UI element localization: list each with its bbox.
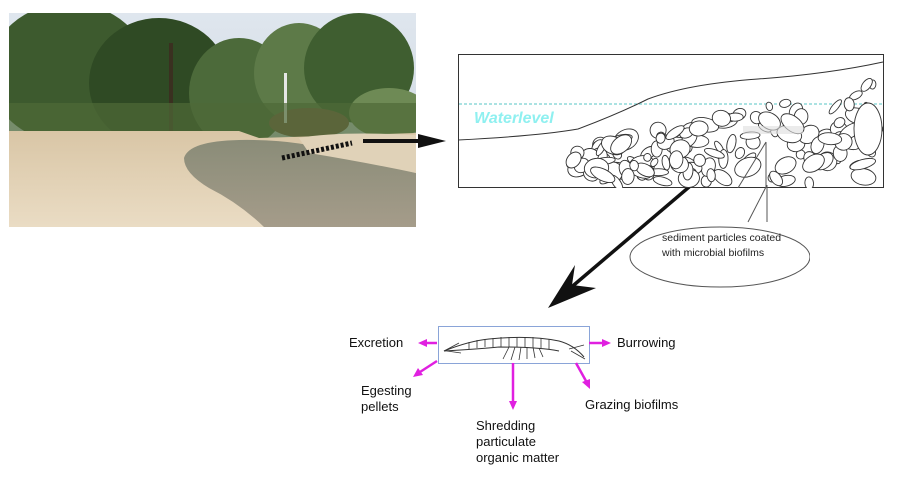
sediment-particle xyxy=(843,97,855,112)
buried-amphipod xyxy=(743,126,803,134)
grazing-arrow-head xyxy=(582,379,590,389)
streambed-cross-section xyxy=(457,54,884,225)
trees xyxy=(9,13,416,148)
sediment-particle xyxy=(621,168,635,185)
sediment-particle xyxy=(643,153,652,162)
callout-line-2: with microbial biofilms xyxy=(662,247,765,259)
burrowing-arrow-head xyxy=(602,339,611,347)
excretion-arrow-head xyxy=(418,339,427,347)
egesting-line-2: pellets xyxy=(361,399,399,414)
biofilm-callout xyxy=(629,185,810,288)
sediment-particle xyxy=(650,157,659,167)
transect-marker xyxy=(281,140,353,161)
amphipod-box xyxy=(438,326,590,364)
sediment-particle xyxy=(693,153,706,167)
sediment-particle xyxy=(652,176,673,187)
sediment-particle xyxy=(817,132,843,146)
sediment-particle xyxy=(734,156,762,178)
amphipod-drawing xyxy=(443,336,586,361)
cross-section-drawing xyxy=(457,54,884,225)
shredding-line-3: organic matter xyxy=(476,450,560,465)
waterlevel-label: Waterlevel xyxy=(474,110,554,127)
label-egesting-pellets: Egesting pellets xyxy=(361,383,412,415)
sediment-particle xyxy=(610,134,632,155)
label-grazing-biofilms: Grazing biofilms xyxy=(585,397,679,412)
callout-ellipse xyxy=(629,226,810,288)
sediment-particle xyxy=(655,132,666,144)
grazing-arrow xyxy=(574,362,588,382)
sediment-particle xyxy=(860,78,873,92)
sediment-particle xyxy=(833,117,846,129)
shredding-arrow-head xyxy=(509,401,517,410)
sediment-particle xyxy=(734,147,746,159)
sediment-particle xyxy=(774,156,797,175)
sediment-particle xyxy=(665,125,685,140)
callout-stem-left xyxy=(747,185,768,223)
section-to-amphipod-arrow-head xyxy=(548,265,596,308)
label-burrowing: Burrowing xyxy=(617,335,676,350)
sediment-particle xyxy=(726,134,737,154)
creek-photo xyxy=(9,13,416,227)
shredding-line-2: particulate xyxy=(476,434,536,449)
sediment-particle xyxy=(769,170,784,187)
sediment-particle xyxy=(629,159,639,172)
sediment-particle xyxy=(828,99,842,115)
sediment-particle xyxy=(704,147,725,159)
shredding-line-1: Shredding xyxy=(476,418,536,433)
sediment-particle xyxy=(706,168,716,183)
sediment-particle xyxy=(565,151,582,169)
sediment-particle xyxy=(590,166,616,184)
sediment-particle xyxy=(688,120,709,137)
sediment-particle xyxy=(711,109,731,127)
photo-to-section-arrow-head xyxy=(418,134,446,148)
sediment-particle xyxy=(765,101,774,112)
label-shredding: Shredding particulate organic matter xyxy=(476,418,559,466)
label-excretion: Excretion xyxy=(349,335,404,350)
sediment-particle xyxy=(802,153,825,173)
far-sand-bar xyxy=(299,133,416,173)
callout-line-1: sediment particles coated xyxy=(662,232,782,244)
egesting-line-1: Egesting xyxy=(361,383,412,398)
stream-water xyxy=(184,139,416,227)
egesting-arrow xyxy=(419,359,438,374)
bed-surface-line xyxy=(457,61,884,141)
sediment-particles xyxy=(565,78,884,191)
sediment-particle xyxy=(853,102,883,156)
callout-text: sediment particles coated with microbial… xyxy=(662,231,822,261)
sediment-particle xyxy=(669,150,684,170)
sediment-particle xyxy=(850,167,877,186)
creek-photo-drawing xyxy=(9,13,416,227)
sediment-particle xyxy=(849,157,877,171)
egesting-arrow-head xyxy=(413,368,423,377)
sediment-particle xyxy=(779,98,792,108)
